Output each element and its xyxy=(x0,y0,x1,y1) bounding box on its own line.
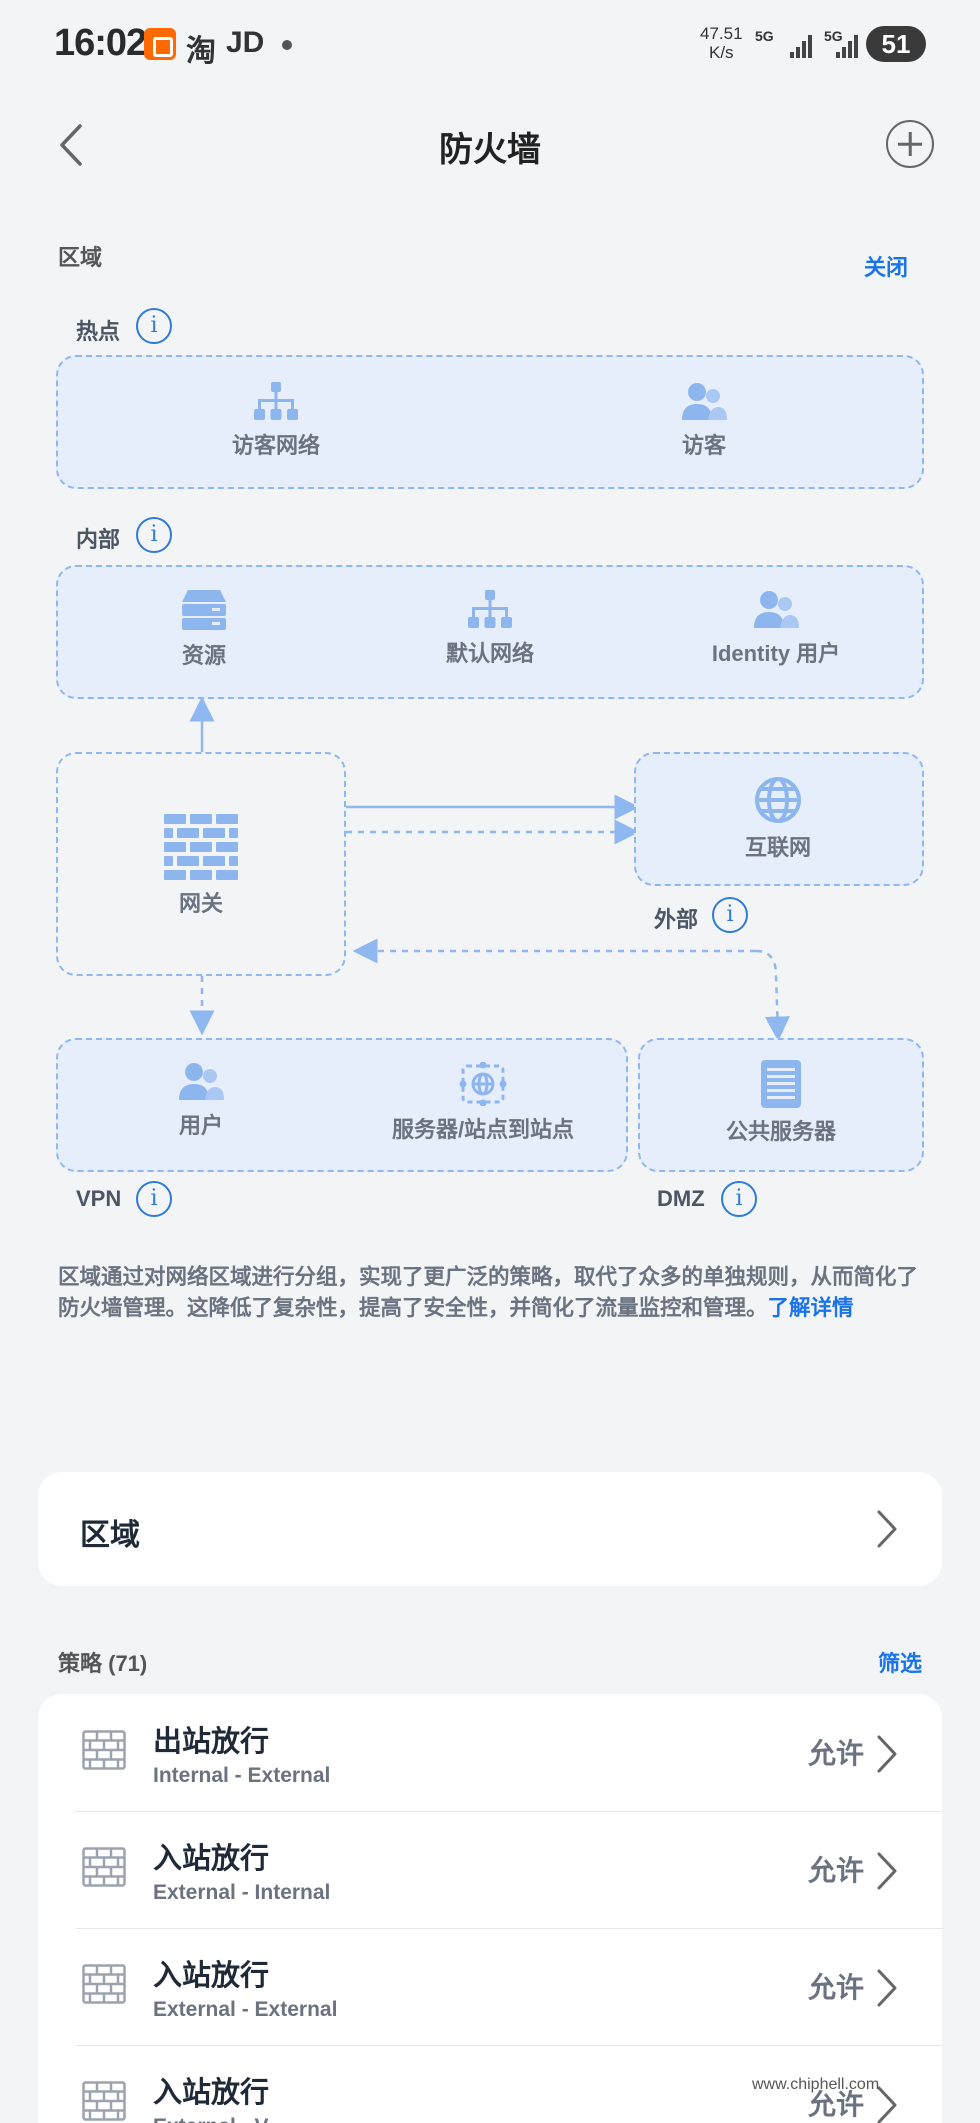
network-type-1: 5G xyxy=(755,28,774,44)
divider xyxy=(76,1928,942,1929)
users-icon xyxy=(682,383,727,420)
jd-icon: JD xyxy=(226,26,265,59)
battery-indicator: 51 xyxy=(866,26,926,62)
users-icon xyxy=(179,1063,224,1100)
policy-row[interactable]: 入站放行 External - V 允许 xyxy=(38,2045,942,2123)
zone-box-internal[interactable] xyxy=(56,565,924,699)
policy-action: 允许 xyxy=(807,1855,864,1886)
zone-item-resources: 资源 xyxy=(94,590,314,670)
policies-count-label: 策略 (71) xyxy=(58,1651,148,1676)
server-rack-icon xyxy=(761,1060,801,1108)
taobao-icon: 淘 xyxy=(186,35,216,68)
policy-direction: External - External xyxy=(153,1998,338,2021)
chevron-right-icon xyxy=(877,1735,897,1773)
zone-label-hotspot: 热点 xyxy=(76,319,121,344)
chevron-right-icon xyxy=(877,2086,897,2123)
network-speed: 47.51 K/s xyxy=(700,24,743,62)
zones-card-title: 区域 xyxy=(80,1519,140,1552)
info-icon[interactable]: i xyxy=(136,1181,172,1217)
site-watermark: www.chiphell.com xyxy=(752,2076,880,2093)
zone-box-gateway[interactable] xyxy=(56,752,346,976)
more-notifications-dot-icon xyxy=(282,40,292,50)
zone-item-site-to-site: 服务器/站点到站点 xyxy=(373,1062,593,1144)
network-type-2: 5G xyxy=(824,28,843,44)
policy-action: 允许 xyxy=(807,1738,864,1769)
policy-list: 出站放行 Internal - External 允许 入站放行 Externa… xyxy=(38,1694,942,2123)
zone-item-guest-network: 访客网络 xyxy=(166,382,386,460)
policy-row[interactable]: 入站放行 External - External 允许 xyxy=(38,1928,942,2045)
back-button[interactable] xyxy=(52,120,92,170)
firewall-icon xyxy=(82,1964,126,2004)
zones-description: 区域通过对网络区域进行分组，实现了更广泛的策略，取代了众多的单独规则，从而简化了… xyxy=(58,1265,919,1320)
chevron-left-icon xyxy=(60,124,82,166)
notification-app-icon xyxy=(144,28,176,60)
close-link[interactable]: 关闭 xyxy=(864,255,909,280)
policy-name: 出站放行 xyxy=(153,1726,270,1758)
network-tree-icon xyxy=(468,590,512,628)
signal-icon-2 xyxy=(836,32,862,58)
diagram-connectors xyxy=(189,696,790,1042)
zones-section-label: 区域 xyxy=(58,245,103,270)
zone-item-gateway: 网关 xyxy=(91,814,311,918)
policy-name: 入站放行 xyxy=(153,1843,270,1875)
firewall-icon xyxy=(164,814,238,880)
chevron-right-icon xyxy=(877,1969,897,2007)
chevron-right-icon xyxy=(877,1852,897,1890)
zone-label-external: 外部 xyxy=(654,907,699,932)
policy-direction: Internal - External xyxy=(153,1764,331,1787)
policy-name: 入站放行 xyxy=(153,2077,270,2109)
info-icon[interactable]: i xyxy=(136,308,172,344)
zone-label-internal: 内部 xyxy=(76,527,121,552)
firewall-icon xyxy=(82,1847,126,1887)
server-stack-icon xyxy=(182,590,226,630)
zone-item-public-server: 公共服务器 xyxy=(671,1060,891,1146)
top-nav: 防火墙 xyxy=(0,100,980,190)
signal-icon xyxy=(790,32,816,58)
zone-item-guest: 访客 xyxy=(594,382,814,460)
add-button[interactable] xyxy=(886,120,934,168)
info-icon[interactable]: i xyxy=(136,517,172,553)
policy-direction: External - V xyxy=(153,2115,269,2123)
firewall-icon xyxy=(82,2081,126,2121)
zone-box-vpn[interactable] xyxy=(56,1038,628,1172)
page-title: 防火墙 xyxy=(439,131,541,169)
zone-item-vpn-users: 用户 xyxy=(91,1062,311,1140)
status-bar: 16:02 淘 JD 47.51 K/s 5G 5G 51 xyxy=(0,0,980,90)
divider xyxy=(76,2045,942,2046)
filter-link[interactable]: 筛选 xyxy=(878,1651,923,1676)
zone-label-vpn: VPN xyxy=(76,1186,122,1211)
divider xyxy=(76,1811,942,1812)
zone-item-identity-users: Identity 用户 xyxy=(664,590,888,668)
policy-name: 入站放行 xyxy=(153,1960,270,1992)
network-tree-icon xyxy=(254,382,298,420)
zone-item-internet: 互联网 xyxy=(668,776,888,862)
policy-action: 允许 xyxy=(807,1972,864,2003)
policy-action: 允许 xyxy=(807,2089,864,2120)
site-to-site-icon xyxy=(459,1062,507,1106)
zone-box-hotspot[interactable] xyxy=(56,355,924,489)
chevron-right-icon xyxy=(877,1510,897,1548)
zone-item-default-network: 默认网络 xyxy=(380,590,600,668)
globe-icon xyxy=(755,777,801,823)
firewall-icon xyxy=(82,1730,126,1770)
policy-row[interactable]: 入站放行 External - Internal 允许 xyxy=(38,1811,942,1928)
zone-label-dmz: DMZ xyxy=(657,1186,705,1211)
info-icon[interactable]: i xyxy=(721,1181,757,1217)
policy-direction: External - Internal xyxy=(153,1881,331,1904)
info-icon[interactable]: i xyxy=(712,897,748,933)
learn-more-link[interactable]: 了解详情 xyxy=(767,1296,854,1320)
users-icon xyxy=(754,591,799,628)
zones-card[interactable]: 区域 xyxy=(38,1472,942,1586)
status-time: 16:02 xyxy=(54,22,147,64)
policy-row[interactable]: 出站放行 Internal - External 允许 xyxy=(38,1694,942,1811)
